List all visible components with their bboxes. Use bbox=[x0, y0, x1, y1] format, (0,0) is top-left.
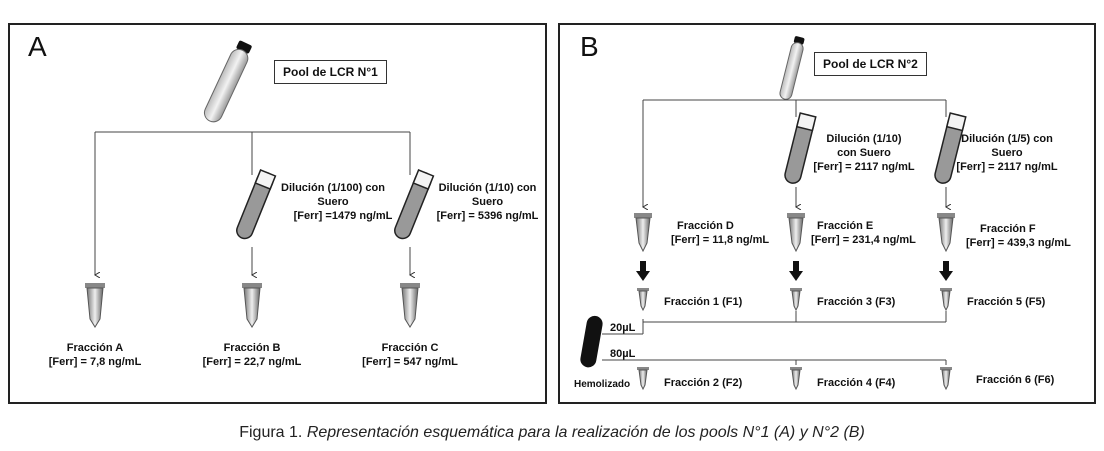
fraction-6-tube-icon bbox=[940, 367, 952, 391]
pool-2-label: Pool de LCR N°2 bbox=[814, 52, 927, 76]
dilution-b-label: Dilución (1/100) con Suero [Ferr] =1479 … bbox=[273, 181, 393, 223]
fraction-f-tube-icon bbox=[937, 213, 955, 253]
dilution-e-tube-icon bbox=[784, 112, 817, 184]
fraction-3-tube-icon bbox=[790, 288, 802, 312]
hemolizado-tube-icon bbox=[580, 315, 603, 368]
fraction-e-label: Fracción E [Ferr] = 231,4 ng/mL bbox=[811, 219, 916, 247]
split-arrow-1-icon bbox=[636, 261, 650, 281]
fraction-f-name: Fracción F bbox=[980, 223, 1036, 235]
dilution-b-line2: Suero bbox=[317, 196, 349, 208]
split-arrow-5-icon bbox=[939, 261, 953, 281]
dilution-c-line3: [Ferr] = 5396 ng/mL bbox=[436, 210, 539, 222]
fraction-c-label: Fracción C [Ferr] = 547 ng/mL bbox=[350, 341, 470, 369]
dilution-f-line1: Dilución (1/5) con bbox=[961, 133, 1053, 145]
fraction-b-value: [Ferr] = 22,7 ng/mL bbox=[202, 356, 302, 368]
fraction-f-value: [Ferr] = 439,3 ng/mL bbox=[966, 237, 1071, 249]
caption-text: Representación esquemática para la reali… bbox=[306, 424, 865, 441]
dilution-c-label: Dilución (1/10) con Suero [Ferr] = 5396 … bbox=[430, 181, 545, 223]
fraction-c-value: [Ferr] = 547 ng/mL bbox=[362, 356, 458, 368]
fraction-a-value: [Ferr] = 7,8 ng/mL bbox=[48, 356, 142, 368]
fraction-b-tube-icon bbox=[242, 283, 262, 328]
dilution-f-line2: Suero bbox=[991, 147, 1023, 159]
fraction-4-tube-icon bbox=[790, 367, 802, 391]
fraction-1-tube-icon bbox=[637, 288, 649, 312]
fraction-5-label: Fracción 5 (F5) bbox=[967, 296, 1046, 308]
panel-b-diagram bbox=[580, 36, 967, 391]
dilution-c-tube-icon bbox=[394, 169, 435, 240]
panel-a-letter: A bbox=[28, 31, 47, 62]
fraction-b-label: Fracción B [Ferr] = 22,7 ng/mL bbox=[192, 341, 312, 369]
figure-caption: Figura 1. Representación esquemática par… bbox=[0, 424, 1104, 442]
pool-1-tube-icon bbox=[203, 40, 252, 123]
dilution-c-line2: Suero bbox=[471, 196, 504, 208]
dilution-e-line1: Dilución (1/10) bbox=[826, 133, 902, 145]
hemolizado-label: Hemolizado bbox=[574, 379, 631, 390]
volume-80-label: 80µL bbox=[610, 348, 636, 360]
fraction-c-name: Fracción C bbox=[381, 342, 439, 354]
panel-a: A Pool de LCR N°1 bbox=[8, 23, 547, 404]
dilution-e-label: Dilución (1/10) con Suero [Ferr] = 2117 … bbox=[804, 132, 924, 174]
volume-20-label: 20µL bbox=[610, 322, 636, 334]
dilution-f-tube-icon bbox=[934, 112, 967, 184]
pool-2-tube-icon bbox=[779, 36, 805, 100]
fraction-c-tube-icon bbox=[400, 283, 420, 328]
fraction-b-name: Fracción B bbox=[223, 342, 281, 354]
fraction-a-tube-icon bbox=[85, 283, 105, 328]
fraction-d-tube-icon bbox=[634, 213, 652, 253]
fraction-3-label: Fracción 3 (F3) bbox=[817, 296, 896, 308]
split-arrow-3-icon bbox=[789, 261, 803, 281]
dilution-b-line1: Dilución (1/100) con bbox=[281, 182, 385, 194]
fraction-2-tube-icon bbox=[637, 367, 649, 391]
panel-b: B Pool de LCR N°2 bbox=[558, 23, 1096, 404]
fraction-6-label: Fracción 6 (F6) bbox=[976, 374, 1055, 386]
dilution-f-label: Dilución (1/5) con Suero [Ferr] = 2117 n… bbox=[948, 132, 1066, 174]
caption-prefix: Figura 1. bbox=[239, 424, 307, 441]
fraction-a-label: Fracción A [Ferr] = 7,8 ng/mL bbox=[35, 341, 155, 369]
fraction-d-value: [Ferr] = 11,8 ng/mL bbox=[671, 234, 770, 246]
dilution-e-line2: con Suero bbox=[837, 147, 891, 159]
fraction-1-label: Fracción 1 (F1) bbox=[664, 296, 743, 308]
fraction-e-name: Fracción E bbox=[817, 220, 874, 232]
dilution-b-line3: [Ferr] =1479 ng/mL bbox=[293, 210, 393, 222]
panel-b-letter: B bbox=[580, 31, 599, 62]
panel-a-diagram bbox=[85, 40, 435, 328]
dilution-e-line3: [Ferr] = 2117 ng/mL bbox=[813, 161, 915, 173]
fraction-e-value: [Ferr] = 231,4 ng/mL bbox=[811, 234, 916, 246]
fraction-d-name: Fracción D bbox=[677, 220, 734, 232]
fraction-e-tube-icon bbox=[787, 213, 805, 253]
fraction-f-label: Fracción F [Ferr] = 439,3 ng/mL bbox=[966, 222, 1071, 250]
dilution-f-line3: [Ferr] = 2117 ng/mL bbox=[956, 161, 1058, 173]
dilution-c-line1: Dilución (1/10) con bbox=[438, 182, 537, 194]
pool-1-label: Pool de LCR N°1 bbox=[274, 60, 387, 84]
fraction-4-label: Fracción 4 (F4) bbox=[817, 377, 896, 389]
fraction-2-label: Fracción 2 (F2) bbox=[664, 377, 743, 389]
dilution-b-tube-icon bbox=[236, 169, 277, 240]
fraction-5-tube-icon bbox=[940, 288, 952, 312]
fraction-d-label: Fracción D [Ferr] = 11,8 ng/mL bbox=[671, 219, 769, 247]
fraction-a-name: Fracción A bbox=[66, 342, 124, 354]
